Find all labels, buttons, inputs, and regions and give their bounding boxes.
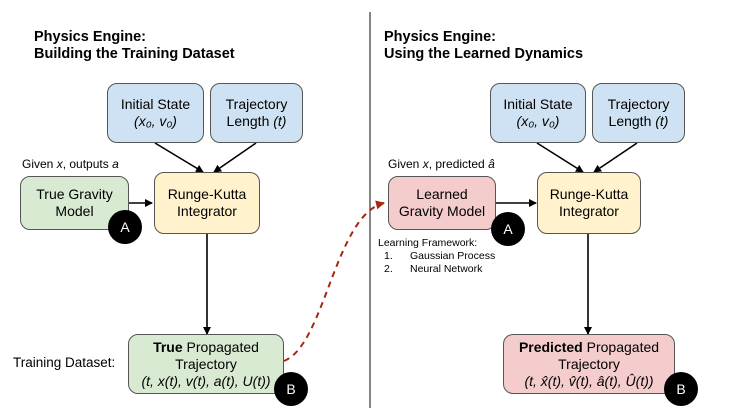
right-title-line1: Physics Engine: (384, 29, 497, 45)
initial-state-label: Initial State (120, 96, 191, 112)
arrow-left-length-to-integrator (213, 142, 257, 173)
output-math: (t, x(t), v(t), a(t), U(t)) (141, 372, 271, 389)
right-badge-a: A (491, 212, 525, 246)
left-initial-state-box: Initial State (x₀, v₀) (107, 83, 204, 143)
note-var-x: x (422, 157, 429, 171)
gravity-model-line2: Gravity Model (398, 203, 486, 219)
initial-state-vars: (x₀, v₀) (516, 113, 560, 129)
integrator-line1: Runge-Kutta (167, 186, 247, 202)
arrow-right-initial-to-integrator (536, 142, 584, 173)
learning-framework-list: Learning Framework: 1. Gaussian Process 2… (378, 237, 495, 276)
left-title: Physics Engine: Building the Training Da… (34, 29, 235, 63)
framework-item-text: Neural Network (410, 263, 483, 275)
left-trajectory-length-box: Trajectory Length (t) (210, 83, 303, 143)
left-integrator-box: Runge-Kutta Integrator (154, 172, 260, 234)
note-var-a: a (112, 157, 119, 171)
gravity-model-line1: Learned (416, 186, 468, 202)
right-title-line2: Using the Learned Dynamics (384, 46, 584, 62)
framework-item: 1. Gaussian Process (378, 250, 495, 263)
output-line2: Trajectory (175, 355, 237, 372)
integrator-line1: Runge-Kutta (549, 186, 629, 202)
dashed-transfer-arrow (283, 200, 385, 362)
learned-gravity-model-box: Learned Gravity Model (388, 176, 496, 230)
training-dataset-label: Training Dataset: (13, 355, 116, 370)
left-badge-a: A (108, 210, 142, 244)
output-bold: True (153, 338, 183, 355)
note-mid: , outputs (62, 157, 113, 171)
framework-title: Learning Framework: (378, 237, 478, 249)
initial-state-vars: (x₀, v₀) (134, 113, 177, 129)
length-label: Length (608, 113, 652, 129)
framework-item-num: 1. (384, 250, 393, 262)
note-mid: , predicted (428, 157, 489, 171)
true-trajectory-box: True Propagated Trajectory (t, x(t), v(t… (128, 334, 284, 394)
left-title-line1: Physics Engine: (34, 29, 147, 45)
right-badge-b: B (664, 372, 698, 406)
initial-state-label: Initial State (503, 96, 573, 112)
left-badge-b: B (274, 372, 308, 406)
trajectory-label: Trajectory (607, 96, 670, 112)
right-trajectory-length-box: Trajectory Length (t) (592, 83, 685, 143)
arrow-left-initial-to-integrator (154, 142, 204, 173)
right-gravity-note: Given x, predicted â (388, 157, 495, 171)
arrow-right-length-to-integrator (593, 142, 638, 173)
output-rest: Propagated (182, 338, 259, 355)
note-var-x: x (56, 157, 63, 171)
note-pre: Given (22, 157, 57, 171)
output-line1: True Propagated (153, 339, 259, 356)
length-var: (t) (655, 113, 669, 129)
output-rest: Propagated (582, 338, 660, 355)
left-gravity-note: Given x, outputs a (22, 157, 119, 171)
framework-item-text: Gaussian Process (410, 250, 496, 262)
output-line1: Predicted Propagated (519, 339, 659, 356)
right-integrator-box: Runge-Kutta Integrator (537, 172, 641, 234)
gravity-model-line2: Model (55, 203, 94, 219)
framework-item-num: 2. (384, 263, 393, 275)
trajectory-length-line: Length (t) (609, 113, 669, 130)
note-var-a-hat: â (488, 157, 495, 171)
integrator-line2: Integrator (177, 203, 237, 219)
right-initial-state-box: Initial State (x₀, v₀) (490, 83, 586, 143)
output-bold: Predicted (518, 338, 583, 355)
output-line2: Trajectory (558, 355, 620, 372)
predicted-trajectory-box: Predicted Propagated Trajectory (t, x̂(t… (503, 334, 675, 394)
right-title: Physics Engine: Using the Learned Dynami… (384, 29, 583, 63)
integrator-line2: Integrator (559, 203, 619, 219)
length-var: (t) (273, 113, 287, 129)
output-math: (t, x̂(t), v̂(t), â(t), Û(t)) (524, 372, 654, 389)
length-label: Length (226, 113, 270, 129)
trajectory-length-line: Length (t) (227, 113, 287, 130)
left-title-line2: Building the Training Dataset (34, 46, 235, 62)
note-pre: Given (388, 157, 423, 171)
trajectory-label: Trajectory (225, 96, 288, 112)
gravity-model-line1: True Gravity (36, 186, 113, 202)
framework-item: 2. Neural Network (378, 263, 495, 276)
